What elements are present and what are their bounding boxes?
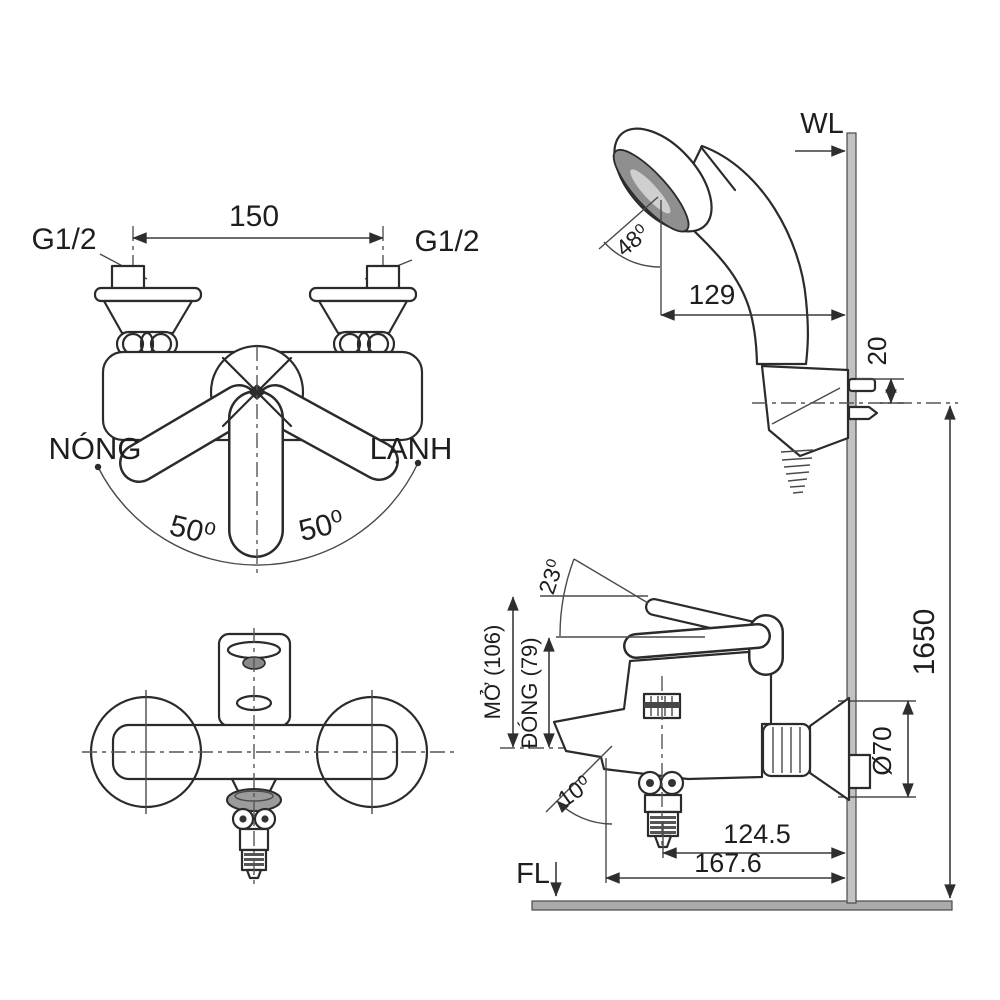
dim-150-label: 150 — [229, 200, 279, 233]
eccentric-connector-left — [93, 264, 203, 358]
wall-line-label: WL — [800, 108, 844, 140]
eccentric-connector-right — [308, 264, 418, 358]
floor-line-label: FL — [516, 858, 550, 890]
holder-pin-bottom — [847, 405, 879, 421]
dim-129-label: 129 — [689, 279, 736, 310]
thread-label-right: G1/2 — [414, 225, 479, 258]
hot-label: NÓNG — [49, 431, 142, 466]
shower-holder — [760, 364, 879, 494]
front-view: 150 G1/2 G1/2 — [31, 200, 480, 576]
lever-angle-arc — [559, 558, 575, 637]
wall-flange-side — [808, 696, 851, 802]
lever-closed-position — [623, 614, 784, 676]
side-view: Ø70 — [500, 558, 916, 850]
dim-167-label: 167.6 — [694, 848, 762, 878]
swing-angle-left: 50⁰ — [166, 509, 218, 552]
hose-spring — [780, 449, 814, 494]
swing-angle-right: 50⁰ — [296, 505, 348, 548]
connection-nut — [761, 722, 812, 778]
floor-line — [531, 900, 953, 911]
lever-left-position — [119, 384, 259, 483]
dim-1650-label: 1650 — [908, 609, 941, 676]
holder-pin-top — [847, 377, 877, 393]
head-angle-label: 48⁰ — [611, 219, 654, 261]
flange-diameter-label: Ø70 — [867, 726, 897, 775]
wall-line — [846, 132, 857, 904]
dome-center-mark — [248, 384, 266, 400]
lever-right-position — [255, 384, 399, 481]
lever-closed-label: ĐÓNG (79) — [517, 637, 542, 748]
wall-pipe-stub — [847, 753, 872, 790]
head-angle-arc — [603, 241, 661, 268]
dim-124-label: 124.5 — [723, 819, 791, 849]
spout-angle-label: 10⁰ — [553, 770, 596, 811]
top-view — [82, 628, 458, 886]
hand-shower-head — [612, 127, 713, 233]
swing-arc — [97, 462, 419, 566]
dim-20-label: 20 — [862, 337, 892, 366]
cold-label: LẠNH — [370, 431, 453, 466]
thread-label-left: G1/2 — [31, 223, 96, 256]
lever-angle-label: 23⁰ — [533, 556, 568, 597]
lever-open-label: MỞ (106) — [480, 625, 505, 720]
